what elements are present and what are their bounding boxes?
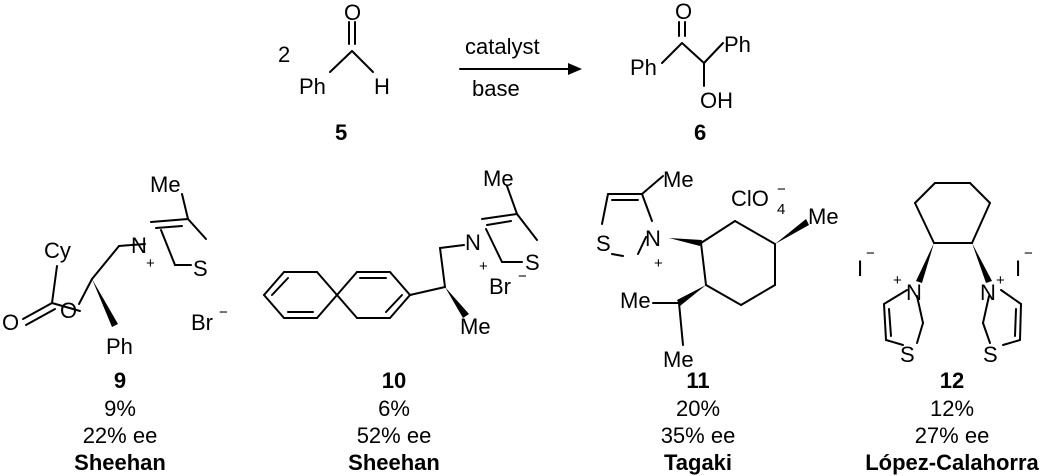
catalyst-10-ee: 52% ee <box>357 423 432 448</box>
catalyst-12-sulfur-right: S <box>983 342 998 367</box>
product-phenyl-left: Ph <box>630 55 657 80</box>
arrow-label-base: base <box>472 76 520 101</box>
catalyst-11-author: Tagaki <box>664 450 732 475</box>
catalyst-9-author: Sheehan <box>74 450 166 475</box>
catalyst-11-nitrogen: N <box>645 226 661 251</box>
catalyst-11-plus: + <box>654 255 663 272</box>
catalyst-11-methyl-top: Me <box>663 167 694 192</box>
aldehyde-oxygen: O <box>344 0 361 25</box>
catalyst-9-ee: 22% ee <box>83 423 158 448</box>
catalyst-10-minus: − <box>518 268 527 285</box>
catalyst-10-yield: 6% <box>378 396 410 421</box>
catalyst-11-structure: S N + Me ClO 4 − Me Me Me <box>596 167 839 372</box>
catalyst-12-plus-right: + <box>996 272 1005 289</box>
benzoin-structure: O Ph Ph OH <box>630 0 751 113</box>
catalyst-12-caption: 12 12% 27% ee López-Calahorra <box>865 368 1039 475</box>
catalyst-10-methyl-top: Me <box>483 166 514 191</box>
catalyst-12-iodide-left: I <box>857 256 863 281</box>
catalyst-9-caption: 9 9% 22% ee Sheehan <box>74 368 166 475</box>
catalyst-9-yield: 9% <box>104 396 136 421</box>
catalyst-10-bromide: Br <box>489 274 511 299</box>
catalyst-12-author: López-Calahorra <box>865 450 1039 475</box>
catalyst-9-carbonyl-oxygen: O <box>2 310 19 335</box>
catalyst-10-structure: N + S Me Br − Me <box>263 166 540 339</box>
catalyst-11-sulfur: S <box>596 231 611 256</box>
reaction-arrow: catalyst base <box>459 34 582 101</box>
catalyst-12-minus-left: − <box>866 245 875 262</box>
catalyst-11-isopropyl-methyl-1: Me <box>620 288 651 313</box>
catalyst-12-minus-right: − <box>1024 245 1033 262</box>
catalyst-11-perchlorate-subscript: 4 <box>777 201 785 218</box>
catalyst-9-cyclohexyl: Cy <box>44 238 71 263</box>
catalyst-12-yield: 12% <box>930 396 974 421</box>
catalyst-12-number: 12 <box>940 368 964 393</box>
reaction-equation: 2 O Ph H 5 catalyst base O <box>278 0 751 145</box>
catalyst-9-plus: + <box>146 255 155 272</box>
catalyst-12-nitrogen-right: N <box>980 280 996 305</box>
catalyst-11-caption: 11 20% 35% ee Tagaki <box>661 368 736 475</box>
catalyst-9-ester-oxygen: O <box>60 298 77 323</box>
catalyst-9-methyl: Me <box>150 172 181 197</box>
catalyst-11-ee: 35% ee <box>661 423 736 448</box>
catalyst-9-structure: N + S Me Cy O O Ph Br − <box>2 172 228 359</box>
catalyst-11-perchlorate: ClO <box>731 186 769 211</box>
catalyst-9-nitrogen: N <box>131 233 147 258</box>
catalyst-11-yield: 20% <box>676 396 720 421</box>
compound-number-6: 6 <box>694 120 706 145</box>
catalyst-12-ee: 27% ee <box>915 423 990 448</box>
catalyst-9-number: 9 <box>114 368 126 393</box>
catalyst-11-minus: − <box>777 181 786 198</box>
aldehyde-hydrogen: H <box>374 74 390 99</box>
catalyst-9-minus: − <box>219 304 228 321</box>
catalyst-10-author: Sheehan <box>348 450 440 475</box>
catalyst-12-nitrogen-left: N <box>906 280 922 305</box>
hydroxyl-group: OH <box>700 88 733 113</box>
benzaldehyde-structure: O Ph H <box>299 0 390 99</box>
catalyst-10-methyl: Me <box>460 314 491 339</box>
catalyst-9-sulfur: S <box>193 256 208 281</box>
catalyst-11-isopropyl-methyl-2: Me <box>663 347 694 372</box>
reagent-phenyl: Ph <box>299 74 326 99</box>
catalyst-12-structure: N + S N + S I − I − <box>857 182 1033 367</box>
stoichiometric-coefficient: 2 <box>278 42 290 67</box>
catalyst-9-bromide: Br <box>191 310 213 335</box>
catalyst-11-methyl-ring: Me <box>808 204 839 229</box>
compound-number-5: 5 <box>335 120 347 145</box>
catalyst-10-sulfur: S <box>525 250 540 275</box>
catalyst-12-plus-left: + <box>893 272 902 289</box>
catalyst-10-plus: + <box>479 258 488 275</box>
ketone-oxygen: O <box>675 0 692 24</box>
catalyst-9-phenyl: Ph <box>106 334 133 359</box>
catalyst-10-number: 10 <box>382 368 406 393</box>
catalyst-10-caption: 10 6% 52% ee Sheehan <box>348 368 440 475</box>
catalyst-11-number: 11 <box>686 368 709 393</box>
catalyst-12-sulfur-left: S <box>900 342 915 367</box>
catalyst-10-nitrogen: N <box>465 230 481 255</box>
catalyst-12-iodide-right: I <box>1015 256 1021 281</box>
arrow-label-catalyst: catalyst <box>465 34 540 59</box>
product-phenyl-right: Ph <box>724 32 751 57</box>
